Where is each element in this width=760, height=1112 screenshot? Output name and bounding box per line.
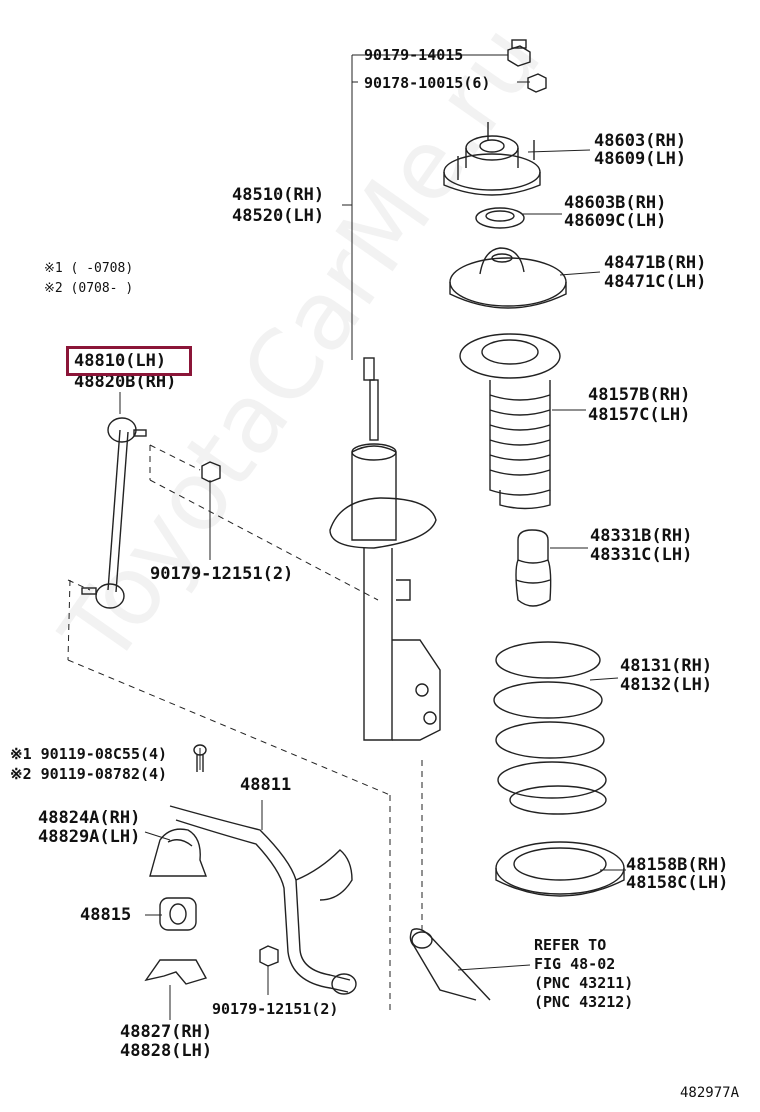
label-support-rh: 48603(RH) xyxy=(594,131,687,151)
stabilizer-link-icon xyxy=(81,417,147,609)
label-strut-rh: 48510(RH) xyxy=(232,185,325,205)
label-bearing-rh: 48603B(RH) xyxy=(564,193,667,213)
label-spring-rh: 48131(RH) xyxy=(620,656,713,676)
stabilizer-bar-icon xyxy=(169,805,357,995)
leader-lines xyxy=(119,54,626,1020)
refer-line-2: FIG 48-02 xyxy=(534,955,616,973)
label-link-lh: 48810(LH) xyxy=(74,351,167,371)
refer-line-1: REFER TO xyxy=(534,936,607,954)
label-upper-seat-lh: 48471C(LH) xyxy=(604,272,707,292)
note-1: ※1 ( -0708) xyxy=(44,261,134,276)
label-lower-seat-rh: 48158B(RH) xyxy=(626,855,729,875)
refer-line-4: (PNC 43212) xyxy=(534,993,634,1011)
label-lower-seat-lh: 48158C(LH) xyxy=(626,873,729,893)
label-bushing-bracket-lh: 48829A(LH) xyxy=(38,827,141,847)
label-bolt-1: ※1 90119-08C55(4) xyxy=(10,745,168,763)
bolt-icon xyxy=(193,744,207,772)
figure-id: 482977A xyxy=(680,1085,740,1101)
lower-nut-icon xyxy=(259,945,279,967)
coil-spring-icon xyxy=(493,641,607,815)
bushing-bracket-icon xyxy=(149,828,208,877)
label-nut-lower: 90179-12151(2) xyxy=(212,1000,339,1018)
dust-boot-icon xyxy=(459,333,561,510)
label-bracket-rh: 48827(RH) xyxy=(120,1022,213,1042)
lower-bracket-icon xyxy=(144,959,208,985)
label-dust-boot-lh: 48157C(LH) xyxy=(588,405,691,425)
lower-arm-icon xyxy=(409,928,491,1001)
upper-seat-icon xyxy=(449,247,567,309)
label-bumper-lh: 48331C(LH) xyxy=(590,545,693,565)
bump-stopper-icon xyxy=(515,529,552,607)
label-spring-lh: 48132(LH) xyxy=(620,675,713,695)
label-upper-seat-rh: 48471B(RH) xyxy=(604,253,707,273)
label-bearing-lh: 48609C(LH) xyxy=(564,211,667,231)
label-strut-lh: 48520(LH) xyxy=(232,206,325,226)
label-stabilizer-bar: 48811 xyxy=(240,775,292,795)
label-nut-upper-b: 90178-10015(6) xyxy=(364,74,491,92)
refer-line-3: (PNC 43211) xyxy=(534,974,634,992)
label-nut-upper-a: 90179-14015 xyxy=(364,46,464,64)
label-support-lh: 48609(LH) xyxy=(594,149,687,169)
lower-seat-icon xyxy=(495,841,625,897)
label-bolt-2: ※2 90119-08782(4) xyxy=(10,765,168,783)
highlight-box xyxy=(66,346,192,376)
label-bracket-lh: 48828(LH) xyxy=(120,1041,213,1061)
bearing-icon xyxy=(475,207,525,229)
strut-support-icon xyxy=(443,122,541,196)
label-bumper-rh: 48331B(RH) xyxy=(590,526,693,546)
note-2: ※2 (0708- ) xyxy=(44,281,134,296)
bushing-icon xyxy=(159,897,197,931)
nut-flange-icon xyxy=(527,73,547,93)
label-bushing-bracket-rh: 48824A(RH) xyxy=(38,808,141,828)
label-link-rh: 48820B(RH) xyxy=(74,372,177,392)
label-dust-boot-rh: 48157B(RH) xyxy=(588,385,691,405)
nut-top-icon xyxy=(507,39,531,67)
dashed-guides xyxy=(67,444,423,1010)
link-nut-icon xyxy=(201,461,221,483)
strut-assembly-icon xyxy=(329,357,441,741)
label-link-nut: 90179-12151(2) xyxy=(150,564,294,584)
label-bushing: 48815 xyxy=(80,905,132,925)
